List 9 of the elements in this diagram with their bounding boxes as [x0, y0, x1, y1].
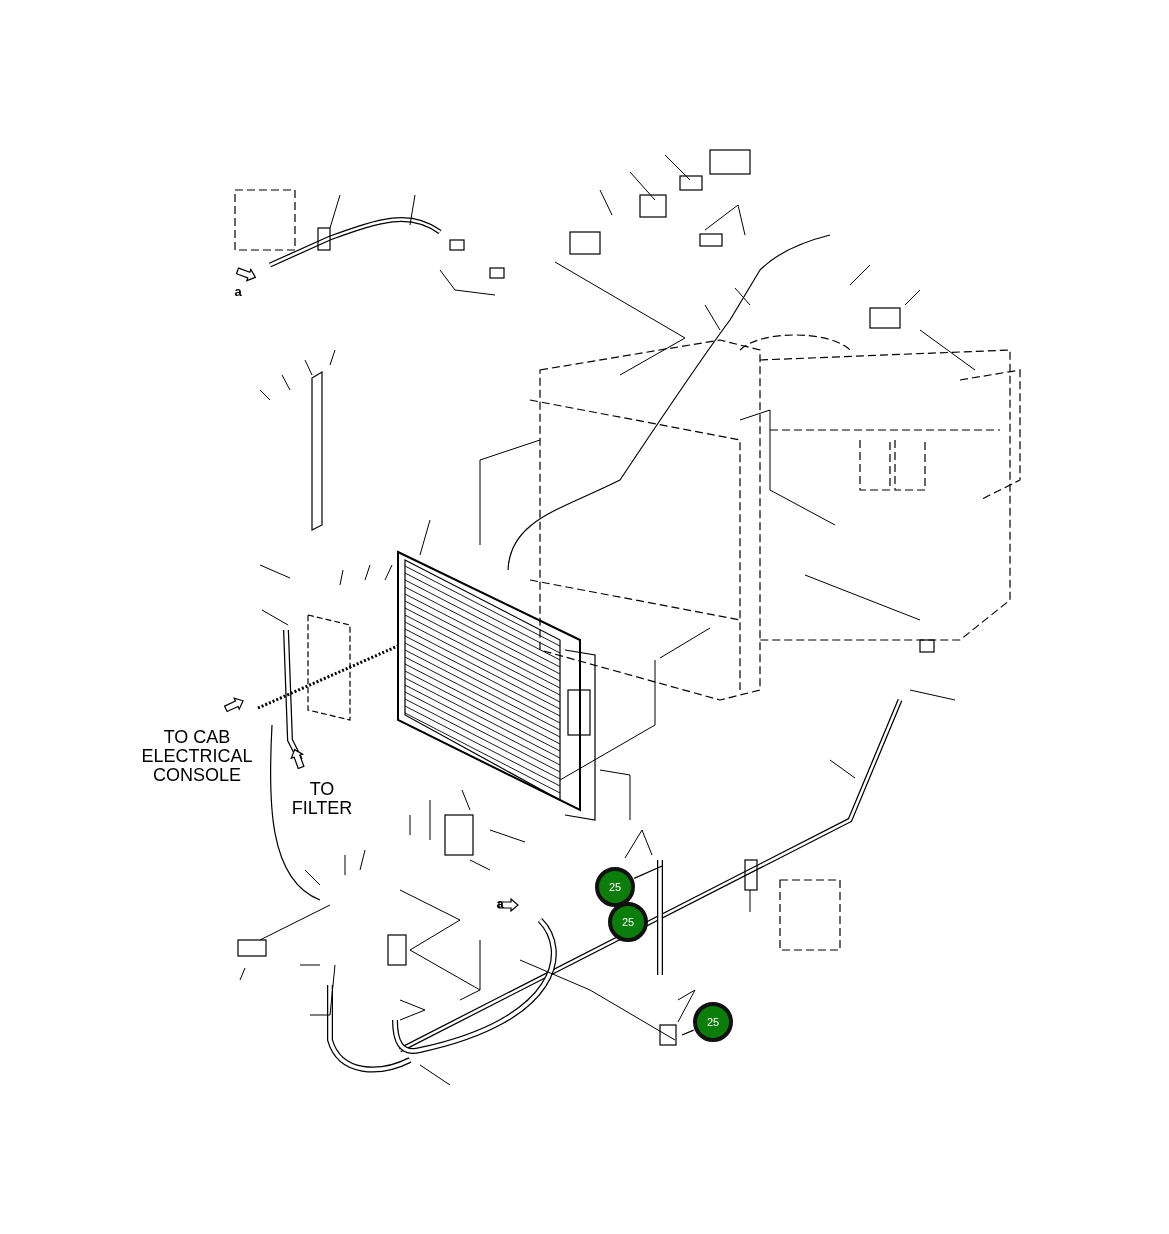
note-text: TO CAB ELECTRICAL CONSOLE	[140, 728, 254, 785]
callout-number: 25	[608, 902, 648, 942]
leader-line	[633, 865, 663, 880]
note-text: TO FILTER	[290, 780, 354, 818]
note-text: a	[495, 897, 505, 911]
callout-number: 25	[693, 1002, 733, 1042]
note-text: a	[233, 285, 243, 299]
callout-number: 25	[595, 867, 635, 907]
leader-line	[681, 1029, 695, 1036]
